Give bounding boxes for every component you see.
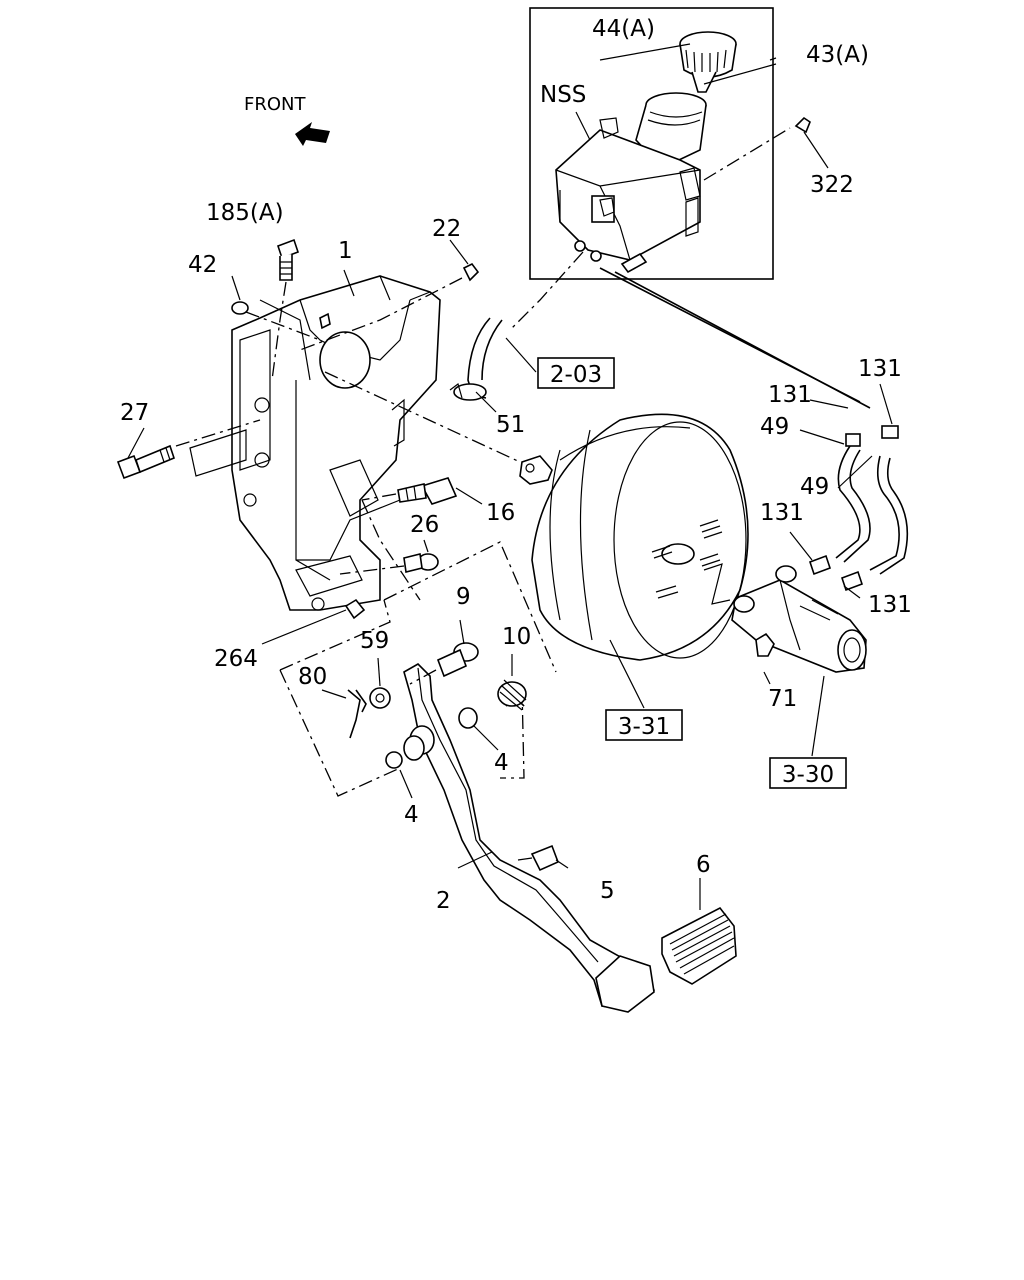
callout-4b: 4 — [404, 802, 419, 828]
leader-lines — [127, 43, 893, 910]
callout-59: 59 — [360, 628, 389, 654]
callout-nss: NSS — [540, 82, 586, 108]
callout-185a: 185(A) — [206, 200, 284, 226]
pivot-bolt-9 — [409, 642, 479, 685]
callout-71: 71 — [768, 686, 797, 712]
callouts: 44(A) 43(A) NSS 322 185(A) 22 42 1 51 27… — [120, 16, 912, 914]
callout-22: 22 — [432, 216, 461, 242]
reservoir-frame — [529, 7, 774, 280]
callout-44a: 44(A) — [592, 16, 655, 42]
callout-1: 1 — [338, 238, 353, 264]
callout-10: 10 — [502, 624, 531, 650]
callout-2-03-hose: 51 — [496, 412, 525, 438]
brake-booster — [519, 413, 749, 661]
callout-80: 80 — [298, 664, 327, 690]
hoses-49 — [808, 425, 909, 592]
callout-4a: 4 — [494, 750, 509, 776]
pivot-parts-box — [383, 541, 557, 673]
callout-131a: 131 — [858, 356, 902, 382]
reservoir-assembly — [529, 7, 774, 280]
callout-322: 322 — [810, 172, 854, 198]
pedal-bracket — [189, 275, 441, 611]
callout-2: 2 — [436, 888, 451, 914]
bolt-185a — [271, 238, 300, 381]
hose-to-2-03 — [509, 251, 584, 331]
ref-3-31: 3-31 — [605, 709, 683, 741]
pedal-pad-6 — [661, 906, 737, 985]
master-cylinder — [731, 565, 867, 673]
callout-264: 264 — [214, 646, 258, 672]
front-indicator: FRONT — [244, 94, 330, 146]
ref-2-03-label: 2-03 — [550, 362, 602, 388]
callout-26: 26 — [410, 512, 439, 538]
spring-10 — [497, 679, 527, 711]
bolt-26 — [339, 553, 439, 575]
switch-16 — [361, 477, 458, 505]
callout-131b: 131 — [768, 382, 812, 408]
front-label: FRONT — [244, 94, 306, 115]
callout-9: 9 — [456, 584, 471, 610]
ref-2-03: 2-03 — [537, 357, 615, 389]
front-arrow-icon — [295, 122, 330, 146]
clutch-pedal-arm — [403, 663, 656, 1013]
bolt-27 — [116, 419, 261, 480]
callout-27: 27 — [120, 400, 149, 426]
callout-5: 5 — [600, 878, 615, 904]
callout-131d: 131 — [868, 592, 912, 618]
callout-49b: 49 — [800, 474, 829, 500]
callout-16: 16 — [486, 500, 515, 526]
ref-3-30-label: 3-30 — [782, 762, 834, 788]
callout-131c: 131 — [760, 500, 804, 526]
ref-3-31-label: 3-31 — [618, 714, 670, 740]
callout-43a: 43(A) — [806, 42, 869, 68]
callout-6: 6 — [696, 852, 711, 878]
ref-3-30: 3-30 — [769, 757, 847, 789]
callout-49a: 49 — [760, 414, 789, 440]
callout-42: 42 — [188, 252, 217, 278]
